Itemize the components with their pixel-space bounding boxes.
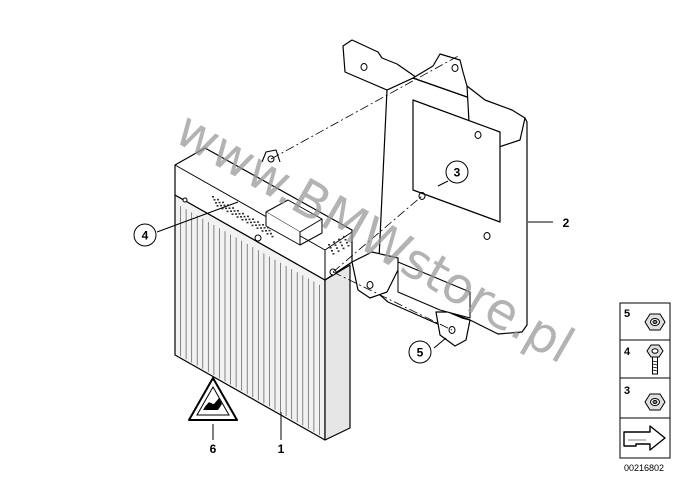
callout-1: 1 — [278, 442, 285, 456]
hex-bolt-icon — [646, 344, 664, 375]
warning-label — [188, 377, 238, 421]
cooling-fins — [180, 206, 320, 435]
leader-lines — [156, 180, 553, 440]
callout-2: 2 — [563, 216, 570, 230]
diagram-id: 00216802 — [624, 463, 664, 473]
callout-6: 6 — [210, 442, 217, 456]
svg-text:3: 3 — [454, 166, 461, 180]
legend-number-3: 3 — [624, 385, 630, 397]
nut-icon — [644, 313, 666, 331]
svg-text:5: 5 — [417, 346, 424, 360]
ventilation-holes — [212, 196, 350, 255]
legend-number-5: 5 — [624, 308, 630, 320]
svg-text:4: 4 — [142, 229, 149, 243]
legend-number-4: 4 — [624, 346, 631, 358]
callout-5: 5 — [408, 340, 432, 364]
assembly-lines — [270, 54, 461, 331]
svg-text:1: 1 — [278, 442, 285, 456]
amplifier-unit — [174, 147, 353, 441]
nut-icon — [644, 393, 666, 411]
callout-3: 3 — [445, 160, 469, 184]
svg-text:2: 2 — [563, 216, 570, 230]
svg-text:6: 6 — [210, 442, 217, 456]
callout-4: 4 — [133, 223, 157, 247]
bracket-holes — [360, 63, 491, 334]
parts-legend: 5 4 3 — [619, 302, 671, 459]
direction-arrow-icon — [623, 425, 666, 451]
